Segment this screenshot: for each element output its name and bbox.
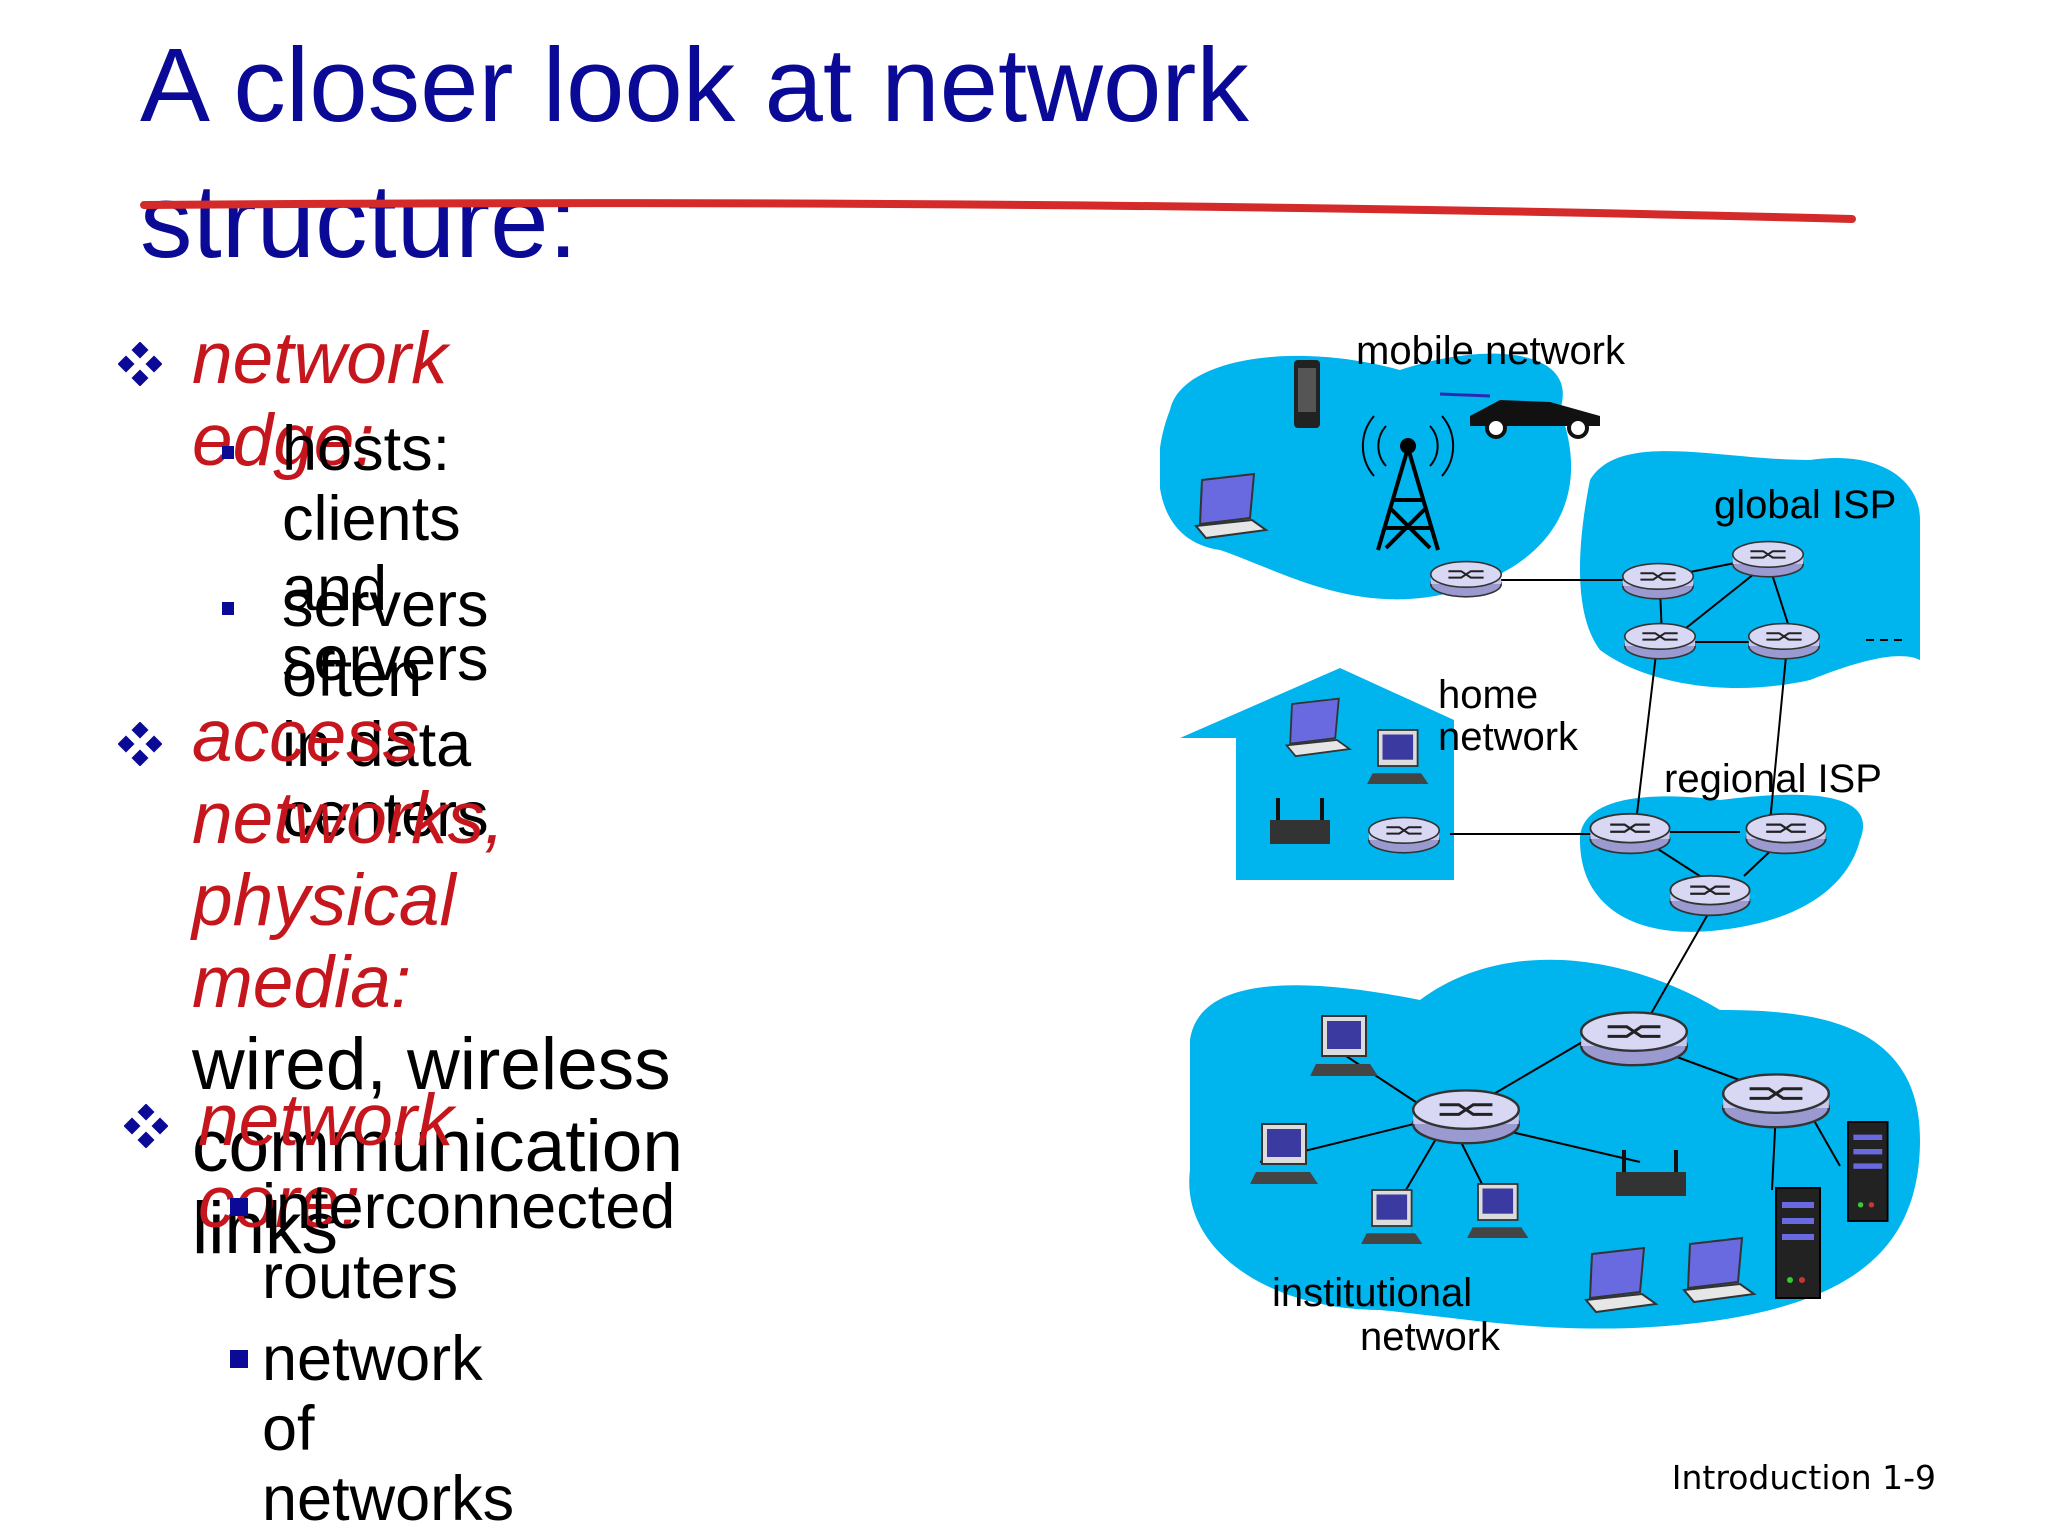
title-line-2: structure:	[140, 163, 578, 280]
diamond-bullet-icon	[118, 722, 162, 766]
slide-footer: Introduction 1-9	[1671, 1458, 1936, 1497]
bullet-access-networks: access networks, physical media: wired, …	[192, 696, 683, 1270]
server-icon	[1847, 1121, 1889, 1222]
sub-bullet-line: interconnected	[262, 1172, 676, 1242]
bullet-network-edge: network edge:	[192, 318, 448, 481]
square-bullet-icon	[230, 1350, 248, 1368]
square-bullet-icon	[222, 446, 234, 459]
wireless-router-icon	[1616, 1150, 1686, 1196]
bullet-detail-line: wired, wireless	[192, 1024, 671, 1105]
sub-bullet-line: centers	[282, 780, 489, 850]
bullet-network-core: network core:	[198, 1080, 454, 1243]
car-icon	[1439, 392, 1600, 439]
square-bullet-icon	[230, 1198, 248, 1216]
title-strike-line	[140, 199, 1856, 223]
sub-bullet-routers: interconnected routers	[262, 1172, 675, 1312]
sub-bullet-network-of-networks: network of networks	[262, 1324, 515, 1534]
server-icon	[1775, 1187, 1821, 1299]
mobile-network-label: mobile network	[1356, 329, 1626, 373]
institutional-network-label-line-2: network	[1360, 1315, 1501, 1359]
diamond-bullet-icon	[118, 342, 162, 386]
sub-bullet-line: hosts: clients and	[282, 414, 461, 624]
sub-bullet-line: servers often in data	[282, 570, 489, 780]
sub-bullet-hosts: hosts: clients and servers	[282, 414, 489, 694]
sub-bullet-data-centers: servers often in data centers	[282, 570, 489, 850]
cell-tower-icon	[1361, 415, 1455, 551]
square-bullet-icon	[222, 602, 234, 615]
network-diagram: mobile network global ISP home network r…	[1160, 329, 1920, 1359]
regional-isp-label: regional ISP	[1664, 757, 1882, 801]
bullet-detail-line: communication links	[192, 1106, 683, 1269]
bullet-heading-line: physical media:	[192, 860, 456, 1023]
global-isp-label: global ISP	[1714, 483, 1896, 527]
institutional-network-label-line-1: institutional	[1272, 1271, 1472, 1315]
bullet-heading-line: access networks,	[192, 696, 505, 859]
home-network-label-line-2: network	[1438, 715, 1579, 759]
smartphone-icon	[1294, 360, 1320, 428]
title-line-1: A closer look at network	[140, 27, 1249, 144]
home-network-label-line-1: home	[1438, 673, 1538, 717]
mobile-network-cloud	[1160, 353, 1572, 600]
sub-bullet-line: routers	[262, 1242, 459, 1312]
slide-title: A closer look at network structure:	[140, 18, 1249, 290]
diamond-bullet-icon	[124, 1104, 168, 1148]
wireless-router-icon	[1270, 798, 1330, 844]
sub-bullet-line: servers	[282, 624, 489, 694]
